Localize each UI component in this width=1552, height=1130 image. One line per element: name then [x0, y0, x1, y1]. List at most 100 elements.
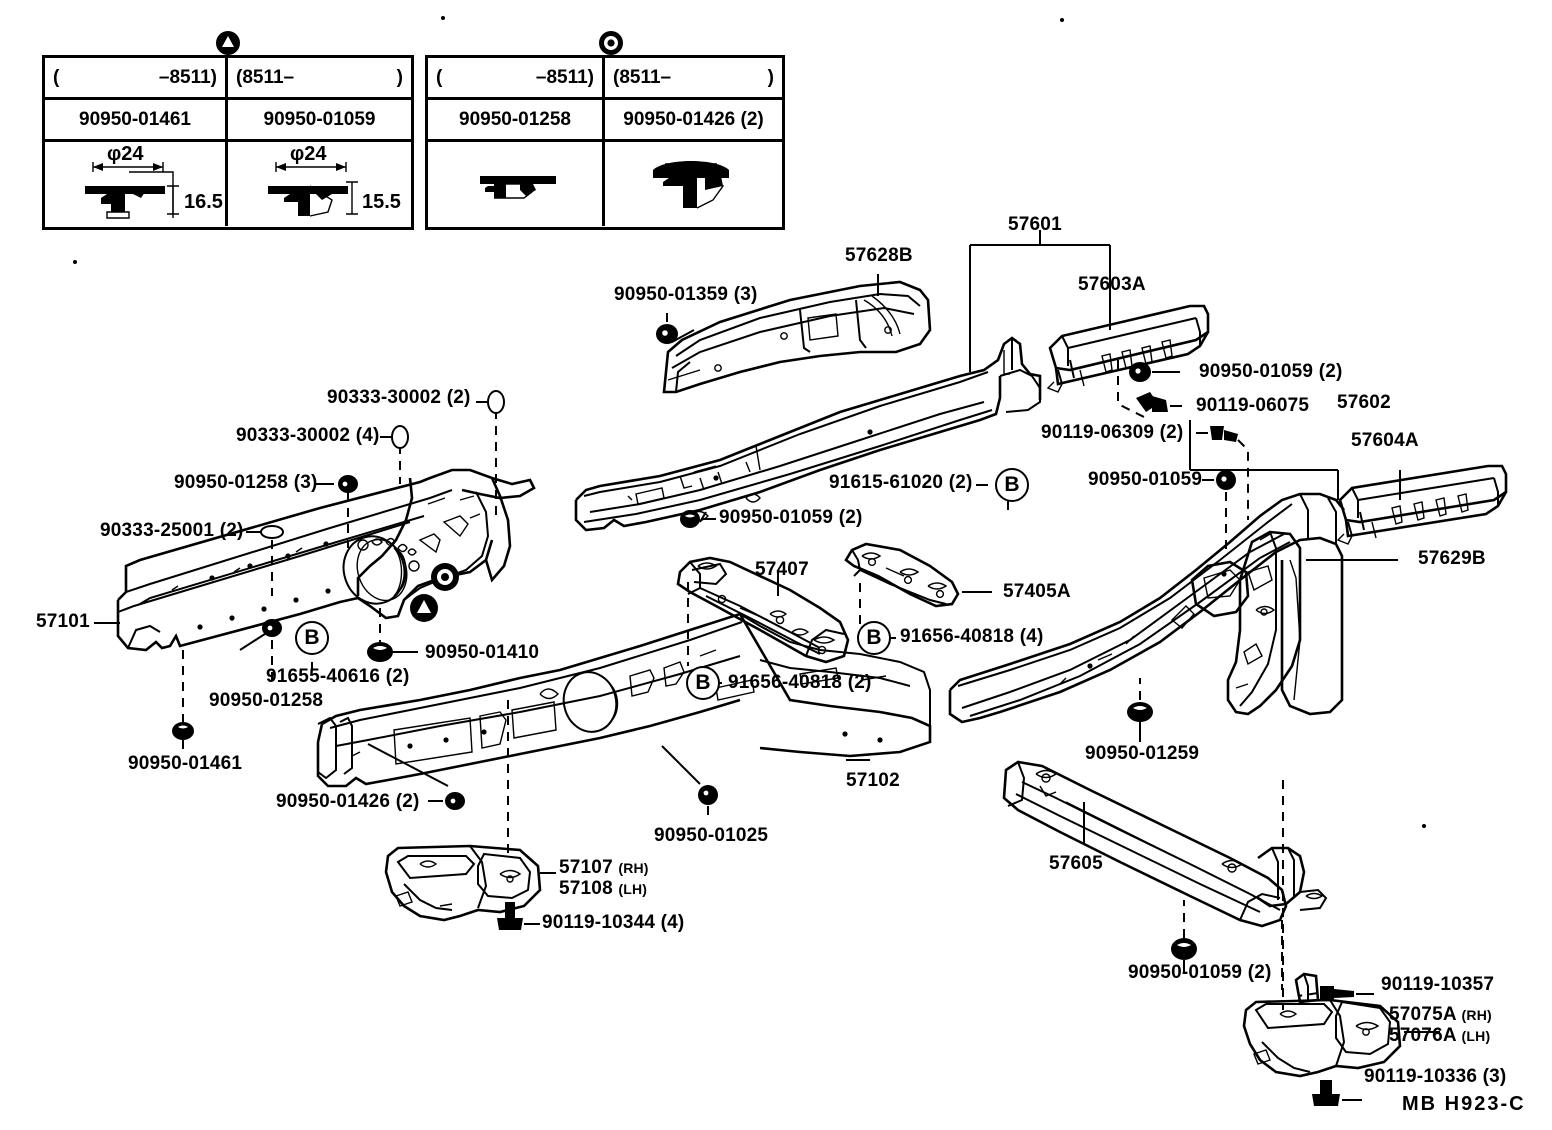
part-number-cell: 90950-01461	[45, 100, 228, 142]
label-91615-61020-2: 91615-61020 (2)	[829, 472, 973, 493]
ref-badge-b-3: B	[857, 621, 891, 655]
table-header-row: (–8511) (8511–)	[45, 58, 411, 100]
label-90950-01461: 90950-01461	[128, 753, 243, 774]
range-mid: –8511)	[535, 66, 594, 88]
ref-badge-b-4: B	[686, 666, 720, 700]
table-partno-row: 90950-01461 90950-01059	[45, 100, 411, 142]
part-57604A-reinforcement	[1336, 464, 1508, 545]
oring-icon-30002-2	[487, 390, 505, 414]
range-cell: (8511–)	[605, 58, 782, 100]
table-figure-row: 16.5 φ24 15.5 φ24	[45, 142, 411, 226]
range-cell: ( –8511)	[428, 58, 605, 100]
oring-icon-25001	[260, 525, 284, 539]
leader-90950-01426-2	[367, 743, 449, 787]
part-57102-frame-rail	[316, 612, 932, 788]
part-number-cell: 90950-01426 (2)	[605, 100, 782, 142]
bolt-icon-90119-06075	[1136, 392, 1168, 412]
label-90950-01059-c: 90950-01059	[1088, 469, 1203, 490]
label-90119-06309-2: 90119-06309 (2)	[1041, 422, 1184, 443]
leader-90950-01258	[239, 631, 269, 651]
part-57601-main-rail	[574, 336, 1042, 532]
circle-dot-marker-icon-rail	[431, 563, 459, 591]
label-57602: 57602	[1337, 392, 1391, 413]
diagram-footer-code: MB H923-C	[1402, 1093, 1526, 1115]
range-cell: (8511–)	[228, 58, 411, 100]
label-90119-10344-4: 90119-10344 (4)	[542, 912, 685, 933]
circle-dot-marker-icon	[599, 31, 623, 55]
range-cell: (–8511)	[45, 58, 228, 100]
range-right: )	[396, 66, 403, 88]
part-57605-crossmember	[1002, 760, 1328, 928]
triangle-marker-icon-rail	[410, 594, 438, 622]
range-left: (8511–	[236, 66, 295, 88]
oring-icon-30002-4	[391, 425, 409, 449]
label-90119-10336-3: 90119-10336 (3)	[1364, 1066, 1507, 1087]
label-90119-06075: 90119-06075	[1196, 395, 1310, 416]
label-57101: 57101	[36, 611, 90, 632]
part-57603A-reinforcement	[1046, 304, 1210, 393]
bolt-icon-90119-10357	[1320, 986, 1354, 1000]
label-90950-01426-2: 90950-01426 (2)	[276, 791, 420, 812]
label-57629B: 57629B	[1418, 548, 1486, 569]
label-57628B: 57628B	[845, 245, 913, 266]
label-90333-30002-4: 90333-30002 (4)	[236, 425, 380, 446]
part-57075A-57076A-bracket	[1242, 972, 1402, 1078]
part-57628B-member	[662, 280, 932, 394]
label-57075A-rh: 57075A (RH)	[1389, 1004, 1492, 1025]
clip-table-triangle: (–8511) (8511–) 90950-01461 90950-01059	[42, 55, 414, 230]
clip-figure-cell: 15.5 φ24	[228, 142, 411, 226]
clip-drawing-01426	[653, 161, 729, 209]
leader-90950-01025	[661, 745, 701, 785]
label-90950-01258-3: 90950-01258 (3)	[174, 472, 318, 493]
clip-figure-cell	[605, 142, 782, 226]
clip-diameter-dim: φ24	[107, 143, 144, 165]
clip-figure-cell: 16.5 φ24	[45, 142, 228, 226]
clip-drawing-01258	[480, 176, 556, 199]
part-57405A-plate	[844, 542, 960, 608]
label-57076A-lh: 57076A (LH)	[1389, 1025, 1491, 1046]
label-90119-10357: 90119-10357	[1381, 974, 1495, 995]
clip-height-dim: 15.5	[362, 191, 401, 213]
label-90950-01359-3: 90950-01359 (3)	[614, 284, 758, 305]
bolt-icon-90119-10344	[497, 902, 523, 930]
label-90950-01410: 90950-01410	[425, 642, 540, 663]
clip-table-circle-dot: ( –8511) (8511–) 90950-01258 90950-01426 …	[425, 55, 785, 230]
part-number-cell: 90950-01059	[228, 100, 411, 142]
label-91656-40818-2: 91656-40818 (2)	[728, 672, 872, 693]
label-57603A: 57603A	[1078, 274, 1146, 295]
label-57601: 57601	[1008, 214, 1062, 235]
label-90950-01059-d: 90950-01059 (2)	[1128, 962, 1272, 983]
label-90333-30002-2: 90333-30002 (2)	[327, 387, 471, 408]
part-number-cell: 90950-01258	[428, 100, 605, 142]
table-figure-row	[428, 142, 782, 226]
clip-height-dim: 16.5	[184, 191, 223, 213]
bolt-icon-90119-10336	[1312, 1080, 1340, 1106]
label-57604A: 57604A	[1351, 430, 1419, 451]
range-left: (	[436, 66, 443, 88]
label-90950-01259: 90950-01259	[1085, 743, 1200, 764]
bolt-icon-90119-06309	[1210, 426, 1238, 442]
label-57107-rh: 57107 (RH)	[559, 857, 649, 878]
label-57405A: 57405A	[1003, 581, 1071, 602]
label-90950-01025: 90950-01025	[654, 825, 769, 846]
label-90333-25001-2: 90333-25001 (2)	[100, 520, 244, 541]
ref-badge-b-1: B	[295, 621, 329, 655]
leader-90119-06075	[1117, 360, 1147, 419]
label-57605: 57605	[1049, 853, 1103, 874]
label-90950-01258: 90950-01258	[209, 690, 324, 711]
range-mid: –8511)	[158, 66, 217, 88]
label-57407: 57407	[755, 559, 809, 580]
label-91656-40818-4: 91656-40818 (4)	[900, 626, 1044, 647]
clip-drawing-01059: 15.5 φ24	[268, 143, 401, 217]
part-57407-crossmember	[676, 556, 850, 664]
leader-90950-01059-a	[699, 511, 707, 523]
range-left: (8511–	[613, 66, 672, 88]
triangle-marker-icon	[216, 31, 240, 55]
table-header-row: ( –8511) (8511–)	[428, 58, 782, 100]
label-57102: 57102	[846, 770, 900, 791]
part-57629B-panel	[1226, 530, 1302, 716]
part-57602-right-rail	[948, 492, 1346, 724]
label-90950-01059-b: 90950-01059 (2)	[1199, 361, 1343, 382]
